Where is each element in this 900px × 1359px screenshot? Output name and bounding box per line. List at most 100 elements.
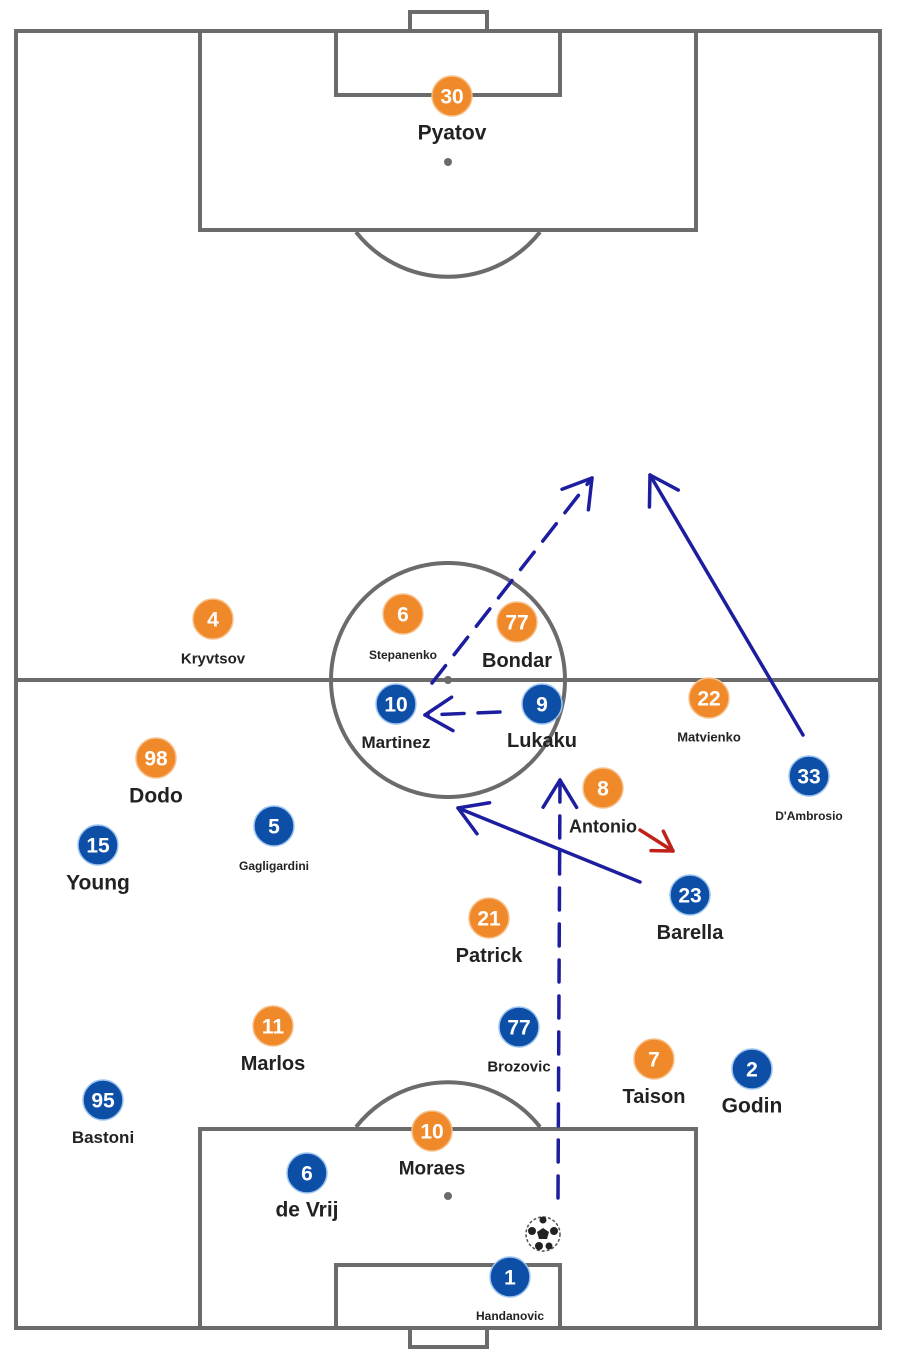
player-marker [375,683,417,725]
player-name: Patrick [456,945,524,967]
player-marker [498,1006,540,1048]
arrow-shaft [430,476,594,685]
player-name: Bondar [482,650,552,672]
player-name: Godin [722,1094,783,1117]
player-name: Handanovic [476,1309,544,1323]
player-number: 95 [91,1090,115,1113]
player-marker [82,1079,124,1121]
player-name: Marlos [241,1053,305,1075]
players: 30Pyatov4Kryvtsov6Stepanenko77Bondar22Ma… [66,75,843,1323]
arrow-shaft [648,473,805,737]
top-goal [408,10,489,33]
arrow-pass [430,476,594,685]
arrow-shaft [456,806,642,884]
player-number: 30 [440,86,463,109]
player-marker [489,1256,531,1298]
center-circle [329,561,567,799]
player-number: 23 [678,885,701,908]
player-number: 2 [746,1059,758,1082]
arrows [423,473,805,1200]
player-number: 77 [507,1017,530,1040]
player-marker [731,1048,773,1090]
player-marker [77,824,119,866]
bottom-penalty-arc [354,1080,542,1129]
player-marker [286,1152,328,1194]
player-marker [688,677,730,719]
bottom-penalty-spot [444,1192,452,1200]
player-marker [521,683,563,725]
pitch-markings [14,10,882,1349]
player-marker [788,755,830,797]
player-name: Taison [623,1086,686,1108]
arrow-shaft [423,710,502,717]
bottom-goal [408,1326,489,1349]
top-penalty-spot [444,158,452,166]
player-blue[interactable]: 6 de Vrij [275,1152,339,1221]
player-marker [468,897,510,939]
player-number: 7 [648,1049,660,1072]
player-marker [496,601,538,643]
player-name: de Vrij [275,1198,338,1221]
player-name: Antonio [569,816,637,836]
player-name: Moraes [399,1159,466,1180]
player-marker [382,593,424,635]
player-number: 10 [384,694,407,717]
player-name: Kryvtsov [181,650,246,667]
player-number: 33 [797,766,820,789]
player-name: Stepanenko [369,648,437,662]
arrowhead-icon [647,473,681,509]
player-number: 1 [504,1267,516,1290]
player-number: 10 [420,1121,443,1144]
arrow-run [638,828,675,853]
arrowhead-icon [541,778,579,810]
player-number: 98 [144,748,168,771]
player-marker [411,1110,453,1152]
arrow-pass [541,778,579,1200]
center-spot [444,676,452,684]
player-blue[interactable]: 33D'Ambrosio [775,755,843,823]
player-marker [431,75,473,117]
player-number: 22 [697,688,720,711]
player-name: Barella [657,922,725,944]
player-number: 15 [86,835,110,858]
player-marker [252,1005,294,1047]
player-number: 9 [536,694,548,717]
arrow-run [647,473,805,737]
player-marker [253,805,295,847]
player-name: Gagligardini [239,859,309,873]
player-name: Lukaku [507,730,577,752]
player-name: Young [66,871,130,894]
player-name: Matvienko [677,730,741,745]
player-number: 6 [301,1163,313,1186]
player-name: Pyatov [418,121,487,144]
player-number: 8 [597,778,609,801]
player-marker [669,874,711,916]
player-name: Brozovic [487,1058,550,1075]
player-name: Martinez [362,733,431,752]
player-marker [192,598,234,640]
player-name: Bastoni [72,1128,134,1147]
player-number: 5 [268,816,280,839]
arrow-shaft [638,828,675,853]
